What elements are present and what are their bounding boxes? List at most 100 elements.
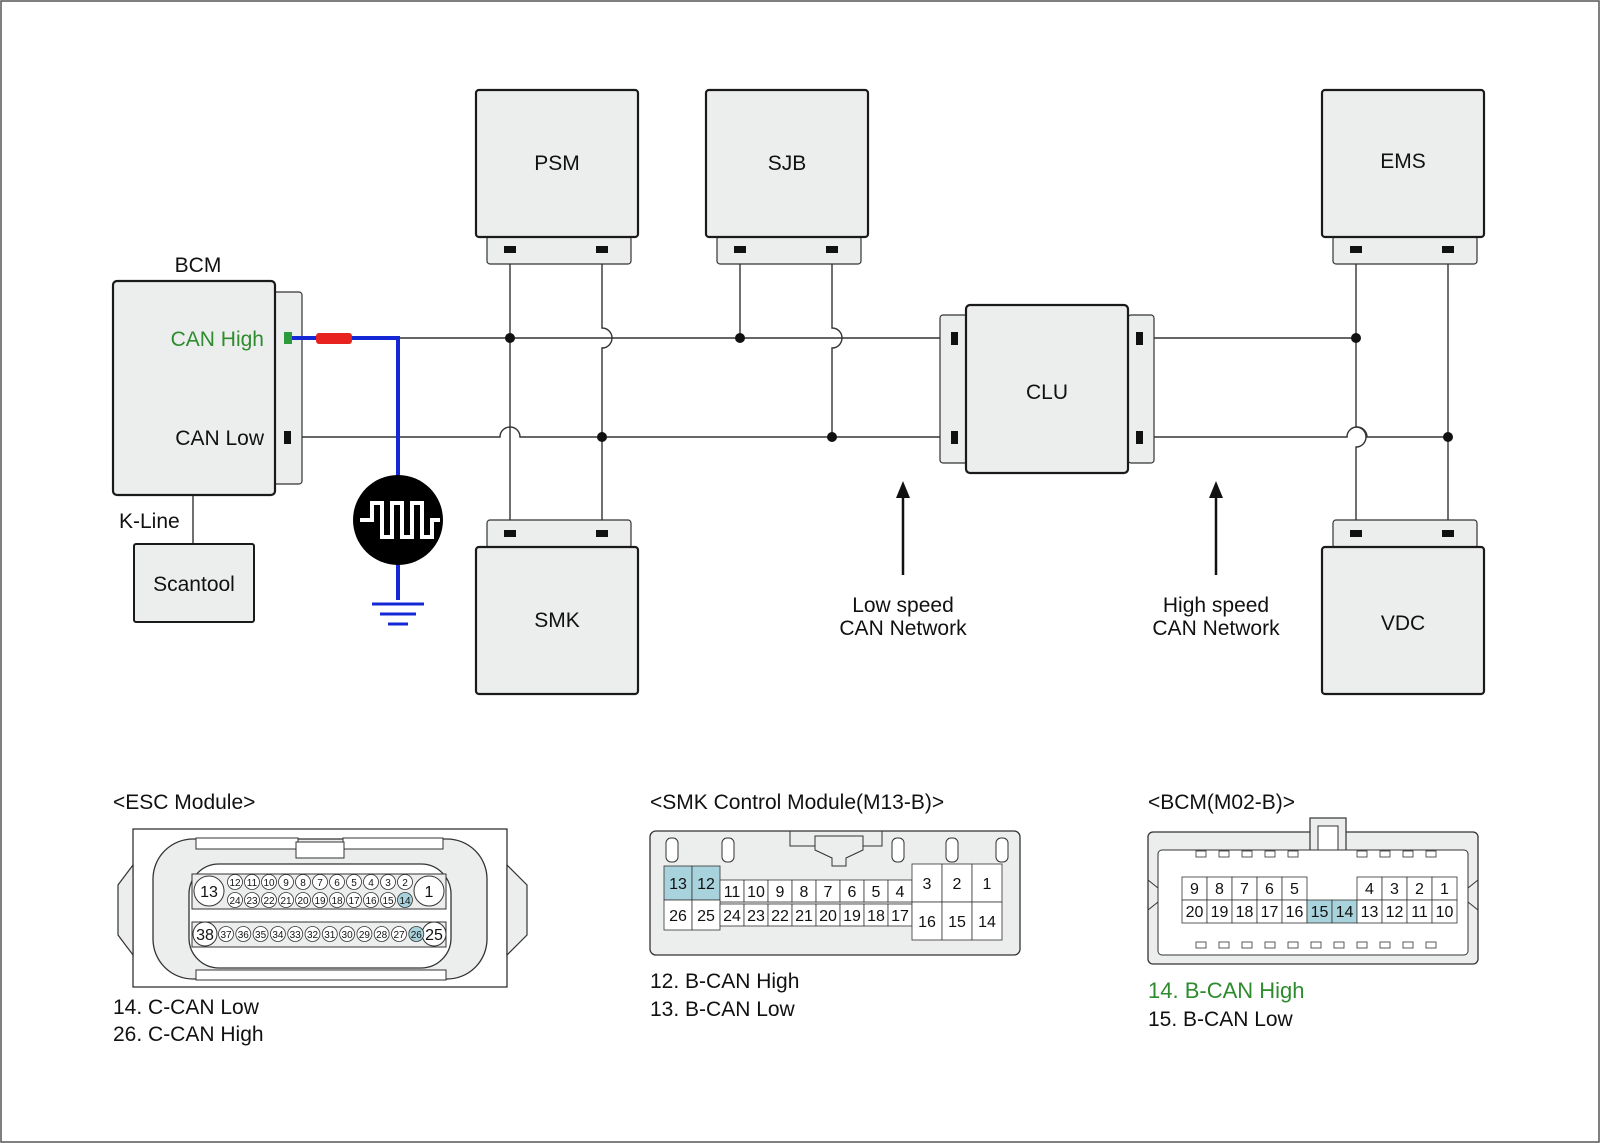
esc-pin [363, 874, 379, 890]
esc-pin [346, 892, 362, 908]
esc-pin-label: 28 [376, 930, 388, 941]
junction-dot [827, 432, 837, 442]
square-wave-trace [360, 501, 440, 539]
esc-pin [227, 892, 243, 908]
k-line-label: K-Line [119, 510, 180, 533]
psm-label: PSM [534, 152, 580, 175]
esc-pin-label: 24 [229, 896, 241, 907]
smk-pin [691, 865, 721, 901]
vdc-box [1320, 545, 1486, 696]
bcm-pin [1431, 899, 1458, 924]
esc-pin-label: 14 [399, 896, 411, 907]
high-speed-label-line2: CAN Network [1152, 617, 1280, 640]
esc-pin [339, 926, 356, 942]
esc-pin-label: 5 [351, 878, 357, 889]
esc-pin-label: 27 [393, 930, 405, 941]
esc-pin-label: 38 [196, 927, 214, 944]
esc-pin [329, 874, 345, 890]
bcm-pin-label: 8 [1215, 881, 1224, 898]
bcm-terminal-tick [1310, 941, 1322, 949]
sjb-module: SJB [704, 88, 870, 265]
smk-label: SMK [534, 609, 580, 632]
smk-pin-label: 8 [800, 884, 809, 901]
ground-symbol-icon [372, 602, 424, 626]
smk-top-slot [665, 837, 679, 863]
esc-pin-label: 36 [238, 930, 250, 941]
bcm-connector-title: <BCM(M02-B)> [1148, 791, 1295, 814]
esc-pin [295, 874, 311, 890]
smk-pin-label: 1 [983, 876, 992, 893]
esc-pin [227, 874, 243, 890]
bcm-terminal-tick [1425, 941, 1437, 949]
bcm-pin-label: 9 [1190, 881, 1199, 898]
bcm-terminal-ticks [1195, 850, 1437, 949]
bcm-pin-label: 3 [1390, 881, 1399, 898]
low-speed-arrow-head [896, 481, 910, 498]
smk-pin [941, 863, 973, 903]
ems-pin [1442, 246, 1454, 253]
esc-pin-label: 33 [290, 930, 302, 941]
bcm-pin-label: 6 [1265, 881, 1274, 898]
smk-pin [911, 901, 943, 941]
network-wires [192, 250, 1450, 544]
bcm-right-rib [1467, 879, 1479, 911]
smk-pin-label: 26 [669, 908, 687, 925]
smk-latch [814, 835, 864, 867]
bcm-terminal-tick [1264, 941, 1276, 949]
smk-pin [691, 899, 721, 931]
esc-pin [261, 874, 277, 890]
esc-pin [278, 892, 294, 908]
high-speed-label-line1: High speed [1163, 594, 1269, 617]
bcm-terminal-tick [1287, 941, 1299, 949]
esc-pin [380, 892, 396, 908]
esc-top-rib [342, 837, 444, 850]
esc-pin [192, 921, 218, 947]
esc-key-slot [295, 841, 345, 859]
bcm-terminal-tick [1241, 941, 1253, 949]
esc-pin [304, 926, 321, 942]
bcm-terminal-tick [1402, 941, 1414, 949]
high-speed-arrow-head [1209, 481, 1223, 498]
psm-pin [504, 246, 516, 253]
esc-pin [397, 892, 413, 908]
clu-pin [951, 332, 958, 345]
smk-pin-label: 3 [923, 876, 932, 893]
esc-pin [244, 892, 260, 908]
esc-pin [287, 926, 304, 942]
smk-module: SMK [474, 519, 640, 696]
esc-pin-label: 29 [359, 930, 371, 941]
esc-connector-title: <ESC Module> [113, 791, 255, 814]
smk-top-slot [995, 837, 1009, 863]
bcm-pin-label: 1 [1440, 881, 1449, 898]
smk-pin [596, 530, 608, 537]
bcm-box [111, 279, 277, 497]
bcm-terminal-tick [1218, 941, 1230, 949]
bcm-terminal-tick [1287, 850, 1299, 858]
ems-box [1320, 88, 1486, 239]
high-speed-annotation: High speed CAN Network [1152, 481, 1280, 640]
bcm-pin-label: 19 [1211, 904, 1229, 921]
esc-pin [373, 926, 390, 942]
low-speed-label-line1: Low speed [852, 594, 954, 617]
smk-box [474, 545, 640, 696]
bcm-pin-label: 12 [1386, 904, 1404, 921]
probe-red-clip [316, 333, 352, 344]
smk-pin-label: 25 [697, 908, 715, 925]
low-speed-annotation: Low speed CAN Network [839, 481, 967, 640]
smk-pin [504, 530, 516, 537]
bcm-pin-label: 18 [1236, 904, 1254, 921]
bcm-terminal-tick [1333, 941, 1345, 949]
bcm-pin-label: 4 [1365, 881, 1374, 898]
vdc-label: VDC [1381, 612, 1425, 635]
esc-pin-label: 2 [402, 878, 408, 889]
sjb-pin [734, 246, 746, 253]
esc-pin-label: 3 [385, 878, 391, 889]
bcm-terminal-tick [1402, 850, 1414, 858]
ems-pin [1350, 246, 1362, 253]
psm-module: PSM [474, 88, 640, 265]
bcm-terminal-tick [1379, 941, 1391, 949]
smk-pin-label: 20 [819, 908, 837, 925]
oscilloscope-probe [284, 332, 443, 626]
esc-pin-label: 10 [263, 878, 275, 889]
